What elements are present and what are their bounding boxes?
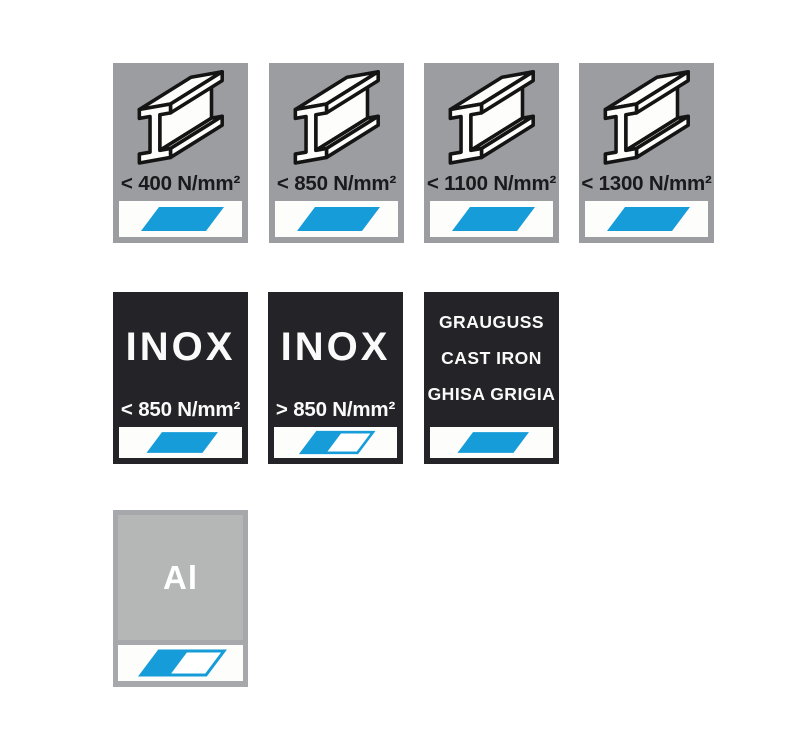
aluminium-tile: Al <box>113 510 248 687</box>
steel-i-beam-icon <box>424 67 559 167</box>
inox-tile-lt850: INOX < 850 N/mm² <box>113 292 248 464</box>
cut-strip <box>275 201 398 237</box>
cut-strip <box>585 201 708 237</box>
full-cut-parallelogram-icon <box>297 207 380 231</box>
steel-tile-1100: < 1100 N/mm² <box>424 63 559 243</box>
full-cut-parallelogram-icon <box>457 432 529 453</box>
strength-label: < 400 N/mm² <box>120 172 241 195</box>
cast-iron-line-it: GHISA GRIGIA <box>427 384 556 404</box>
cut-strip <box>430 201 553 237</box>
full-cut-parallelogram-icon <box>141 207 224 231</box>
partial-cut-parallelogram-icon <box>138 649 227 677</box>
partial-cut-parallelogram-icon <box>298 430 376 455</box>
aluminium-face: Al <box>118 515 243 640</box>
steel-i-beam-icon <box>579 67 714 167</box>
inox-title: INOX <box>125 325 236 369</box>
cast-iron-labels: GRAUGUSS CAST IRON GHISA GRIGIA <box>424 304 559 412</box>
steel-i-beam-icon <box>269 67 404 167</box>
steel-tile-850: < 850 N/mm² <box>269 63 404 243</box>
strength-label: < 850 N/mm² <box>276 172 397 195</box>
cut-strip <box>118 645 243 681</box>
cut-strip <box>430 427 553 458</box>
steel-tile-1300: < 1300 N/mm² <box>579 63 714 243</box>
steel-i-beam-icon <box>113 67 248 167</box>
strength-label: < 1100 N/mm² <box>426 172 557 195</box>
cut-strip <box>274 427 397 458</box>
strength-label: < 1300 N/mm² <box>581 172 712 195</box>
aluminium-symbol: Al <box>163 558 198 596</box>
inox-title: INOX <box>280 325 391 369</box>
cast-iron-tile: GRAUGUSS CAST IRON GHISA GRIGIA <box>424 292 559 464</box>
cut-strip <box>119 427 242 458</box>
strength-label: > 850 N/mm² <box>275 398 396 421</box>
cast-iron-line-en: CAST IRON <box>441 348 542 368</box>
full-cut-parallelogram-icon <box>607 207 690 231</box>
cast-iron-line-de: GRAUGUSS <box>438 312 545 332</box>
cut-strip <box>119 201 242 237</box>
strength-label: < 850 N/mm² <box>120 398 241 421</box>
full-cut-parallelogram-icon <box>452 207 535 231</box>
steel-tile-400: < 400 N/mm² <box>113 63 248 243</box>
full-cut-parallelogram-icon <box>146 432 218 453</box>
inox-tile-gt850: INOX > 850 N/mm² <box>268 292 403 464</box>
